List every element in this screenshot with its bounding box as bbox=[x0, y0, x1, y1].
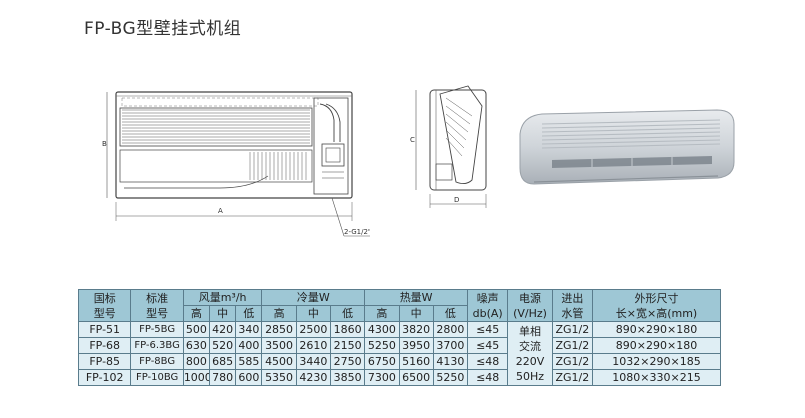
header-heat-mid: 中 bbox=[398, 305, 434, 322]
cell-cool-mid: 2610 bbox=[295, 337, 331, 354]
cell-heat-low: 4130 bbox=[432, 353, 469, 370]
cell-air-mid: 420 bbox=[209, 321, 237, 338]
header-cooling: 冷量W bbox=[261, 289, 366, 306]
header-airflow: 风量m³/h bbox=[182, 289, 263, 306]
cell-cool-high: 4500 bbox=[261, 353, 297, 370]
cell-model: FP-68 bbox=[77, 337, 132, 354]
header-air-low: 低 bbox=[235, 305, 263, 322]
cell-pipe: ZG1/2 bbox=[551, 353, 594, 370]
dimension-b-label: B bbox=[102, 140, 107, 148]
pipe-size-label: 2-G1/2" bbox=[344, 228, 370, 236]
cell-noise: ≤45 bbox=[467, 321, 509, 338]
cell-cool-mid: 3440 bbox=[295, 353, 331, 370]
cell-cool-high: 2850 bbox=[261, 321, 297, 338]
cell-heat-mid: 3820 bbox=[398, 321, 434, 338]
dimension-a-label: A bbox=[218, 207, 223, 215]
cell-heat-mid: 5160 bbox=[398, 353, 434, 370]
header-national-model: 国标型号 bbox=[77, 289, 132, 322]
cell-std-model: FP-10BG bbox=[130, 369, 184, 386]
header-power: 电源(V/Hz) bbox=[507, 289, 553, 322]
cell-cool-mid: 2500 bbox=[295, 321, 331, 338]
header-cool-low: 低 bbox=[329, 305, 366, 322]
cell-air-high: 500 bbox=[182, 321, 211, 338]
cell-air-low: 600 bbox=[235, 369, 263, 386]
cell-heat-high: 6750 bbox=[364, 353, 400, 370]
page-title: FP-BG型壁挂式机组 bbox=[84, 19, 242, 39]
cell-noise: ≤45 bbox=[467, 337, 509, 354]
header-cool-high: 高 bbox=[261, 305, 297, 322]
table-row: FP-85 FP-8BG 800 685 585 4500 3440 2750 … bbox=[77, 353, 721, 370]
cell-heat-low: 3700 bbox=[432, 337, 469, 354]
header-heating: 热量W bbox=[364, 289, 469, 306]
cell-std-model: FP-5BG bbox=[130, 321, 184, 338]
cell-cool-high: 5350 bbox=[261, 369, 297, 386]
cell-air-mid: 520 bbox=[209, 337, 237, 354]
cell-cool-mid: 4230 bbox=[295, 369, 331, 386]
cell-air-mid: 780 bbox=[209, 369, 237, 386]
cell-size: 890×290×180 bbox=[592, 321, 721, 338]
header-pipe: 进出水管 bbox=[551, 289, 594, 322]
cell-air-high: 1000 bbox=[182, 369, 211, 386]
header-air-mid: 中 bbox=[209, 305, 237, 322]
table-row: FP-102 FP-10BG 1000 780 600 5350 4230 38… bbox=[77, 369, 721, 386]
cell-heat-low: 5250 bbox=[432, 369, 469, 386]
cell-pipe: ZG1/2 bbox=[551, 321, 594, 338]
header-standard-model: 标准型号 bbox=[130, 289, 184, 322]
cell-model: FP-102 bbox=[77, 369, 132, 386]
cell-heat-mid: 3950 bbox=[398, 337, 434, 354]
cell-cool-low: 1860 bbox=[329, 321, 366, 338]
cell-noise: ≤48 bbox=[467, 353, 509, 370]
cell-size: 1080×330×215 bbox=[592, 369, 721, 386]
cell-air-low: 400 bbox=[235, 337, 263, 354]
cell-model: FP-85 bbox=[77, 353, 132, 370]
cell-std-model: FP-6.3BG bbox=[130, 337, 184, 354]
cell-pipe: ZG1/2 bbox=[551, 337, 594, 354]
header-heat-low: 低 bbox=[432, 305, 469, 322]
cell-size: 890×290×180 bbox=[592, 337, 721, 354]
cell-heat-mid: 6500 bbox=[398, 369, 434, 386]
header-heat-high: 高 bbox=[364, 305, 400, 322]
header-cool-mid: 中 bbox=[295, 305, 331, 322]
cell-air-high: 630 bbox=[182, 337, 211, 354]
cell-model: FP-51 bbox=[77, 321, 132, 338]
cell-air-low: 340 bbox=[235, 321, 263, 338]
cell-cool-low: 2750 bbox=[329, 353, 366, 370]
header-size: 外形尺寸长×宽×高(mm) bbox=[592, 289, 721, 322]
table-row: FP-51 FP-5BG 500 420 340 2850 2500 1860 … bbox=[77, 321, 721, 386]
cell-air-low: 585 bbox=[235, 353, 263, 370]
front-view-drawing: A B 2-G1/2" bbox=[102, 91, 370, 237]
cell-cool-high: 3500 bbox=[261, 337, 297, 354]
side-view-drawing: C D bbox=[410, 85, 487, 208]
cell-air-high: 800 bbox=[182, 353, 211, 370]
cell-heat-high: 4300 bbox=[364, 321, 400, 338]
cell-size: 1032×290×185 bbox=[592, 353, 721, 370]
cell-cool-low: 3850 bbox=[329, 369, 366, 386]
cell-cool-low: 2150 bbox=[329, 337, 366, 354]
header-air-high: 高 bbox=[182, 305, 211, 322]
product-photo bbox=[519, 109, 735, 185]
cell-heat-low: 2800 bbox=[432, 321, 469, 338]
cell-heat-high: 7300 bbox=[364, 369, 400, 386]
dimension-c-label: C bbox=[410, 136, 415, 144]
cell-heat-high: 5250 bbox=[364, 337, 400, 354]
cell-air-mid: 685 bbox=[209, 353, 237, 370]
cell-power: 单相 交流 220V 50Hz bbox=[507, 321, 553, 386]
dimension-d-label: D bbox=[454, 196, 459, 204]
table-row: FP-68 FP-6.3BG 630 520 400 3500 2610 215… bbox=[77, 337, 721, 354]
cell-std-model: FP-8BG bbox=[130, 353, 184, 370]
cell-pipe: ZG1/2 bbox=[551, 369, 594, 386]
cell-noise: ≤48 bbox=[467, 369, 509, 386]
